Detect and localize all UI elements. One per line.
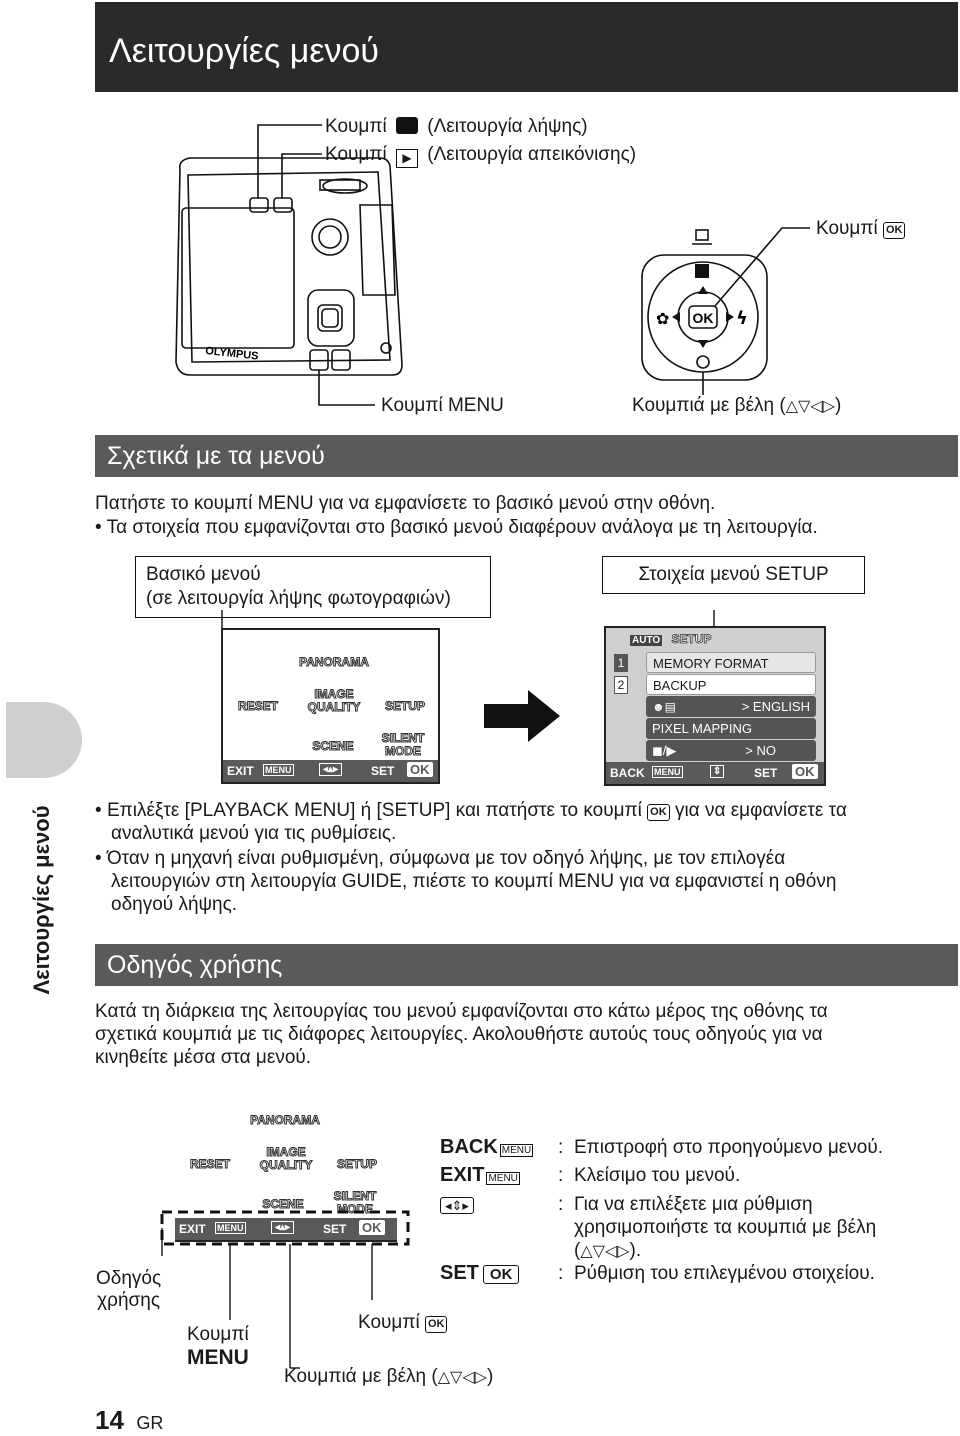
arrow-icons: △▽◁▷ (580, 1243, 630, 1260)
menu-button-label: Κουμπί MENU (381, 395, 504, 416)
side-tab-label: Λειτουργίες μενού (29, 805, 54, 995)
menu-button-callout: Κουμπί MENU (187, 1324, 249, 1369)
brand-text: OLYMPUS (205, 345, 259, 363)
svg-text:ϟ: ϟ (736, 308, 748, 329)
basic-menu-screen: PANORAMA RESET IMAGE QUALITY SETUP SCENE… (221, 628, 440, 784)
camera-icon (395, 117, 418, 134)
setup-title: SETUP (671, 632, 712, 647)
setup-row-memory-format[interactable]: MEMORY FORMAT (646, 652, 816, 673)
arrow-buttons-label: Κουμπιά με βέλη (△▽◁▷) (632, 395, 842, 416)
menu-tag: MENU (652, 766, 683, 778)
arrows-icon: ◂▴▸ (319, 763, 343, 776)
basic-guide-bar: EXIT MENU ◂▴▸ SET OK (223, 760, 438, 782)
setup-row-power-on[interactable]: ◼/▶ > NO (646, 740, 816, 761)
label-connectors (221, 610, 715, 628)
menu-setup: SETUP (336, 1157, 377, 1171)
side-tab (6, 702, 82, 778)
ok-icon: OK (647, 804, 670, 821)
menu-scene[interactable]: SCENE (312, 739, 354, 753)
setup-row-language[interactable]: ☻▤ > ENGLISH (646, 696, 816, 717)
bullet-select-menu: • Επιλέξτε [PLAYBACK MENU] ή [SETUP] και… (95, 800, 847, 844)
auto-mode-tag: AUTO (630, 635, 663, 646)
arrows-box-icon: ◂⇕▸ (440, 1197, 474, 1214)
setup-items-label: Στοιχεία μενού SETUP (602, 556, 865, 594)
arrow-icons: △▽◁▷ (437, 1369, 487, 1386)
updown-icon: ⇕ (710, 765, 725, 778)
ok-tag: OK (407, 762, 433, 777)
guide-paragraph: Κατά τη διάρκεια της λειτουργίας του μεν… (95, 1001, 828, 1068)
menu-tag: MENU (263, 764, 294, 776)
legend-arrows: ◂⇕▸ : Για να επιλέξετε μια ρύθμιση χρησι… (440, 1193, 950, 1261)
svg-text:✿: ✿ (656, 309, 669, 328)
example-guide-bar: EXIT MENU ◂▴▸ SET OK (175, 1218, 397, 1240)
intro-bullet: • Τα στοιχεία που εμφανίζονται στο βασικ… (95, 517, 818, 538)
menu-reset[interactable]: RESET (237, 699, 278, 713)
menu-icon: MENU (486, 1172, 520, 1185)
menu-panorama: PANORAMA (250, 1113, 321, 1127)
setup-row-backup[interactable]: BACKUP (646, 674, 816, 695)
setup-guide-bar: BACK MENU ⇕ SET OK (606, 762, 824, 784)
play-button-label: Κουμπί ▶ (Λειτουργία απεικόνισης) (325, 144, 636, 168)
menu-tag: MENU (215, 1222, 246, 1234)
language-icon: ☻▤ (652, 700, 676, 714)
intro-line: Πατήστε το κουμπί MENU για να εμφανίσετε… (95, 493, 716, 514)
exit-label: EXIT (227, 764, 254, 778)
setup-row-pixel-mapping[interactable]: PIXEL MAPPING (646, 718, 816, 739)
setup-menu-screen: AUTO SETUP 1 2 MEMORY FORMAT BACKUP ☻▤ >… (604, 626, 826, 786)
svg-text:OK: OK (693, 310, 714, 326)
menu-setup[interactable]: SETUP (384, 699, 425, 713)
ok-icon: OK (482, 1265, 520, 1284)
ok-icon: OK (882, 222, 906, 239)
camera-play-icon: ◼/▶ (652, 743, 677, 758)
transition-arrow (484, 690, 560, 742)
ok-tag: OK (792, 764, 818, 779)
set-label: SET (371, 764, 395, 778)
guide-callouts (160, 1210, 410, 1369)
ok-button-label: Κουμπί OK (816, 218, 906, 240)
page-title: Λειτουργίες μενού (109, 32, 380, 70)
setup-title-bar: AUTO SETUP (630, 632, 712, 646)
power-on-value: > NO (745, 743, 776, 758)
ok-icon: OK (424, 1316, 448, 1333)
set-label: SET (754, 766, 778, 780)
arrows-icon: ◂▴▸ (271, 1221, 295, 1234)
menu-scene: SCENE (262, 1197, 304, 1211)
page-number: 14 (95, 1405, 124, 1435)
menu-icon: MENU (499, 1144, 534, 1157)
guide-callout-label: Οδηγός χρήσης (96, 1268, 162, 1311)
section-heading-guide: Οδηγός χρήσης (95, 944, 958, 986)
arrow-buttons-callout: Κουμπιά με βέλη (△▽◁▷) (284, 1366, 494, 1387)
arrow-icons: △▽◁▷ (785, 398, 835, 415)
guide-example-screen: PANORAMA RESET IMAGE QUALITY SETUP SCENE… (175, 1090, 397, 1242)
language-code: GR (136, 1413, 164, 1433)
ok-button-callout: Κουμπί OK (358, 1312, 448, 1334)
page-header: Λειτουργίες μενού (95, 2, 958, 92)
page-footer: 14 GR (95, 1405, 163, 1436)
language-value: > ENGLISH (741, 699, 810, 714)
bullet-guide-mode: • Όταν η μηχανή είναι ρυθμισμένη, σύμφων… (95, 848, 837, 915)
menu-silent-mode[interactable]: SILENT MODE (381, 731, 425, 758)
camera-diagram: OLYMPUS OK ✿ ϟ (175, 124, 810, 406)
menu-reset: RESET (189, 1157, 230, 1171)
menu-panorama[interactable]: PANORAMA (299, 655, 370, 669)
basic-menu-label: Βασικό μενού (σε λειτουργία λήψης φωτογρ… (135, 556, 491, 618)
exit-label: EXIT (179, 1222, 206, 1236)
set-label: SET (323, 1222, 347, 1236)
back-label: BACK (610, 766, 645, 780)
ok-tag: OK (359, 1220, 385, 1235)
tab-1[interactable]: 1 (614, 654, 628, 672)
play-icon: ▶ (395, 149, 418, 168)
shoot-button-label: Κουμπί (Λειτουργία λήψης) (325, 116, 588, 137)
tab-2[interactable]: 2 (614, 676, 628, 694)
section-heading-menus: Σχετικά με τα μενού (95, 435, 958, 477)
menu-image-quality: IMAGE QUALITY (259, 1145, 313, 1172)
menu-image-quality[interactable]: IMAGE QUALITY (307, 687, 361, 714)
